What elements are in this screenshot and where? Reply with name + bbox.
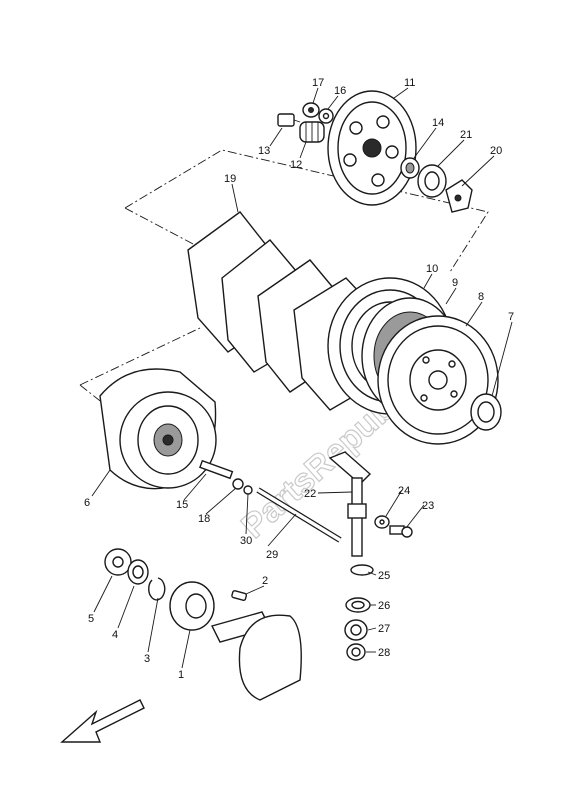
leader-lines bbox=[91, 87, 513, 669]
callout-3: 3 bbox=[144, 653, 150, 665]
callout-6: 6 bbox=[84, 497, 90, 509]
callout-14: 14 bbox=[432, 117, 444, 129]
callout-21: 21 bbox=[460, 129, 472, 141]
bush-28 bbox=[346, 643, 366, 661]
lock-washer-3 bbox=[148, 577, 166, 601]
nut-17 bbox=[302, 102, 320, 118]
callout-10: 10 bbox=[426, 263, 438, 275]
push-lever-shaft-22 bbox=[328, 451, 372, 557]
ball-30 bbox=[243, 485, 253, 495]
upper-assembly-plane bbox=[124, 149, 489, 273]
push-rod-29 bbox=[256, 487, 342, 543]
key-2 bbox=[231, 590, 248, 601]
callout-20: 20 bbox=[490, 145, 502, 157]
callout-16: 16 bbox=[334, 85, 346, 97]
washer-4 bbox=[127, 559, 149, 585]
clutch-housing-6 bbox=[99, 368, 217, 490]
callout-25: 25 bbox=[378, 570, 390, 582]
bearing-27 bbox=[344, 619, 368, 641]
callout-29: 29 bbox=[266, 549, 278, 561]
callout-17: 17 bbox=[312, 77, 324, 89]
screw-13 bbox=[277, 113, 301, 127]
callout-22: 22 bbox=[304, 488, 316, 500]
lock-washer-7 bbox=[470, 393, 502, 431]
collar-21 bbox=[417, 164, 447, 198]
bearing-14 bbox=[400, 157, 420, 179]
front-arrow-icon bbox=[60, 699, 145, 743]
callout-19: 19 bbox=[224, 173, 236, 185]
callout-1: 1 bbox=[178, 669, 184, 681]
washer-24 bbox=[374, 515, 390, 529]
callout-15: 15 bbox=[176, 499, 188, 511]
callout-8: 8 bbox=[478, 291, 484, 303]
washer-16 bbox=[318, 108, 334, 124]
pressure-plate bbox=[327, 90, 417, 206]
callout-7: 7 bbox=[508, 311, 514, 323]
circlip-25 bbox=[350, 564, 374, 576]
oil-seal-26 bbox=[345, 597, 371, 613]
callout-18: 18 bbox=[198, 513, 210, 525]
primary-drive-gear-1 bbox=[169, 581, 215, 631]
callout-2: 2 bbox=[262, 575, 268, 587]
callout-28: 28 bbox=[378, 647, 390, 659]
ball-18 bbox=[232, 478, 244, 490]
callout-27: 27 bbox=[378, 623, 390, 635]
callout-4: 4 bbox=[112, 629, 118, 641]
callout-13: 13 bbox=[258, 145, 270, 157]
callout-24: 24 bbox=[398, 485, 410, 497]
callout-30: 30 bbox=[240, 535, 252, 547]
clutch-boss-8 bbox=[377, 315, 499, 445]
callout-9: 9 bbox=[452, 277, 458, 289]
bolt-23 bbox=[389, 525, 413, 538]
spring-12 bbox=[299, 121, 325, 143]
push-rod-15 bbox=[199, 459, 234, 480]
callout-5: 5 bbox=[88, 613, 94, 625]
nut-5 bbox=[104, 548, 132, 576]
callout-26: 26 bbox=[378, 600, 390, 612]
callout-23: 23 bbox=[422, 500, 434, 512]
callout-labels: 17 16 11 13 12 14 21 20 19 10 9 8 7 6 15… bbox=[84, 77, 514, 681]
callout-11: 11 bbox=[404, 77, 415, 89]
callout-12: 12 bbox=[290, 159, 302, 171]
push-rod-end-20 bbox=[445, 179, 473, 213]
crankshaft bbox=[210, 611, 302, 701]
